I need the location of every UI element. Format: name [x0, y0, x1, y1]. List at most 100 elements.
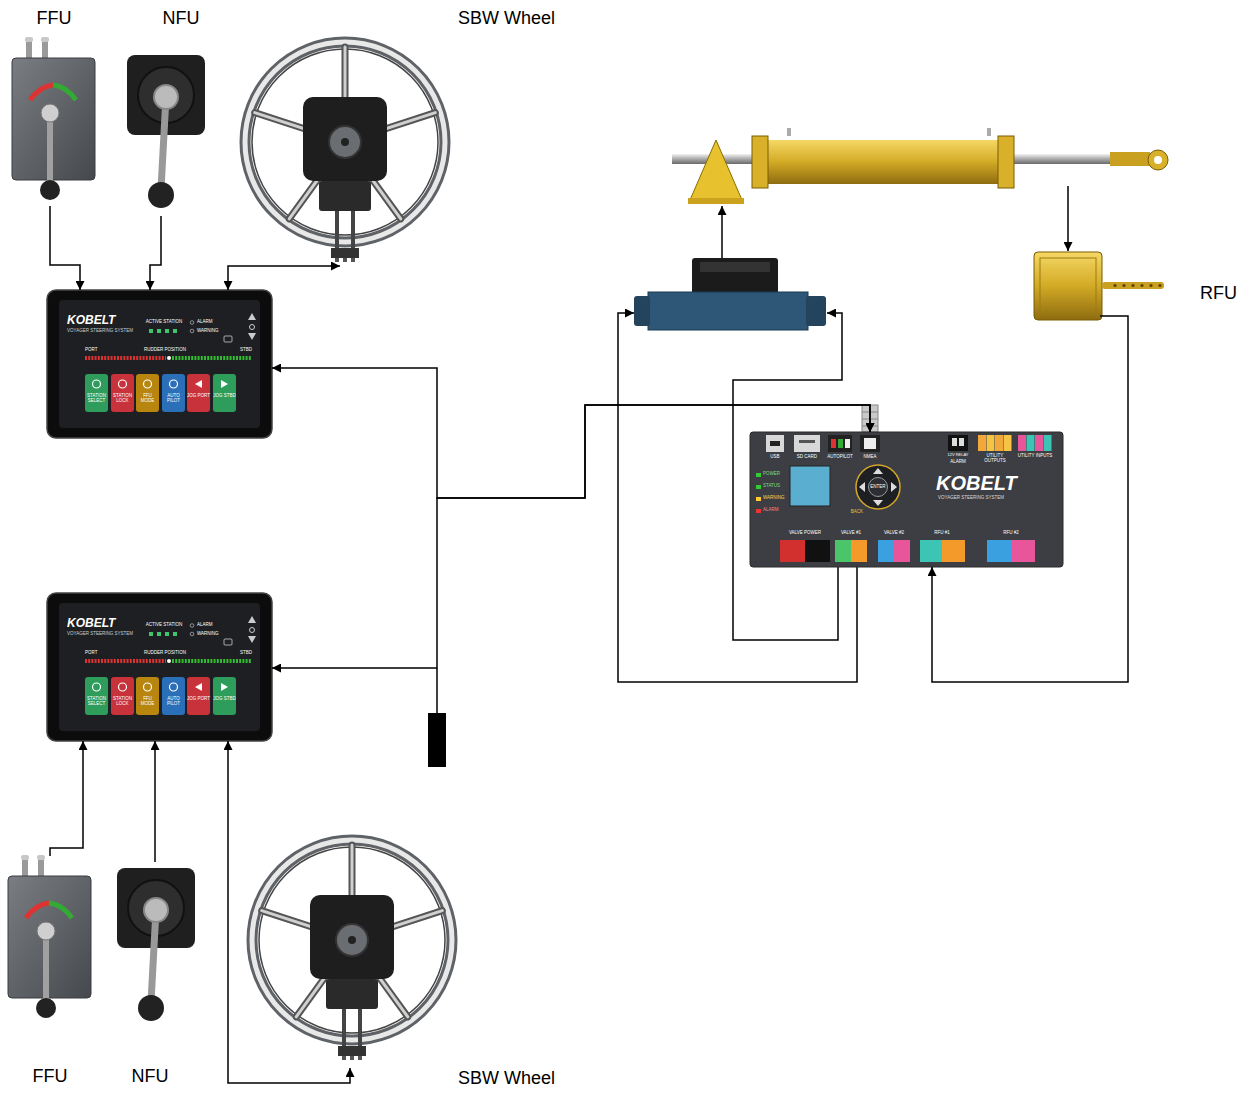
signal-connector	[272, 368, 870, 498]
button-label: STATION SELECT	[85, 394, 108, 403]
panel-text: SD CARD	[790, 455, 824, 460]
controller-art-part	[878, 540, 894, 562]
signal-connector	[932, 327, 1128, 682]
controller-art-part	[860, 435, 880, 452]
controller-art-part	[790, 466, 830, 506]
controller-art-part	[869, 478, 888, 497]
panel-text: PORT	[85, 348, 107, 353]
rudder-feedback-unit-part	[1140, 284, 1143, 287]
panel-text: WARNING	[197, 632, 225, 637]
controller-art-part	[959, 438, 964, 446]
hydraulic-cylinder-part	[1148, 150, 1168, 170]
controller-art-part	[1044, 435, 1052, 451]
rudder-feedback-unit-part	[1113, 284, 1116, 287]
controller-art-part	[756, 497, 761, 501]
rudder-feedback-unit-part	[1131, 284, 1134, 287]
controller-art-part	[873, 468, 883, 474]
panel-text: ENTER	[869, 485, 887, 490]
controller-art-part	[756, 485, 761, 489]
sbw-wheel: SBW Wheel	[245, 832, 460, 1068]
directional-valve	[634, 258, 826, 330]
panel-text: VALVE #2	[875, 531, 913, 536]
component-label: NFU	[156, 8, 206, 29]
nfu-lever-unit	[117, 868, 195, 1021]
controller-art-part	[859, 482, 865, 492]
button-label: AUTO PILOT	[162, 697, 185, 706]
station-panel: KOBELTVOYAGER STEERING SYSTEMACTIVE STAT…	[47, 593, 272, 741]
controller-art-part	[948, 435, 968, 451]
network-terminator	[428, 668, 446, 767]
network-terminator-part	[428, 713, 446, 767]
controller-art-part	[805, 540, 830, 562]
hydraulic-cylinder-part	[690, 140, 742, 200]
controller-art-part	[1027, 435, 1035, 451]
sbw-wheel: SBW Wheel	[240, 34, 455, 266]
panel-text: USB	[760, 455, 790, 460]
controller-art-part	[942, 540, 965, 562]
panel-text: AUTOPILOT	[824, 455, 856, 460]
controller-art-part	[770, 441, 780, 446]
panel-text: VALVE #1	[832, 531, 870, 536]
panel-text: UTILITY OUTPUTS	[976, 454, 1014, 464]
controller-art-part	[750, 432, 1063, 567]
controller-art-part	[756, 509, 761, 513]
controller-art-part	[780, 540, 805, 562]
signal-connector	[154, 741, 156, 862]
station-panel-art	[47, 593, 272, 741]
component-label: SBW Wheel	[458, 1068, 578, 1089]
signal-connector	[228, 266, 340, 290]
panel-text: POWER	[763, 472, 788, 477]
component-label: RFU	[1200, 283, 1245, 304]
button-label: JOG PORT	[187, 394, 210, 399]
ffu-lever-unit	[8, 855, 91, 1018]
signal-connector	[272, 405, 870, 668]
controller-art-part	[831, 439, 836, 448]
signal-connector	[150, 216, 161, 290]
directional-valve-part	[700, 262, 770, 272]
steering-wheel	[252, 840, 452, 1060]
panel-text: NMEA	[857, 455, 883, 460]
controller-art-part	[978, 435, 986, 451]
panel-text: RUDDER POSITION	[129, 651, 201, 656]
hydraulic-cylinder	[672, 128, 1168, 204]
panel-text: UTILITY INPUTS	[1016, 454, 1054, 459]
controller-art-part	[1035, 435, 1043, 451]
panel-text: ACTIVE STATION	[139, 320, 189, 325]
component-label: SBW Wheel	[458, 8, 578, 29]
panel-text: ALARM	[942, 460, 974, 465]
panel-text: ALARM	[197, 320, 225, 325]
rudder-feedback-unit-part	[1149, 284, 1152, 287]
controller-art-part	[851, 540, 867, 562]
directional-valve-part	[806, 296, 826, 326]
panel-text: WARNING	[763, 496, 788, 501]
controller-art-part	[835, 540, 851, 562]
panel-text: RFU #1	[917, 531, 967, 536]
controller-art-part	[864, 438, 876, 449]
controller-art-part	[828, 435, 852, 452]
hydraulic-cylinder-part	[1110, 152, 1150, 166]
controller-art-part	[1011, 540, 1035, 562]
brand-logo: KOBELT	[936, 472, 1046, 494]
controller-art-part	[794, 435, 820, 452]
rudder-feedback-unit-part	[1102, 282, 1164, 289]
button-label: JOG STBD	[213, 394, 236, 399]
button-label: FFU MODE	[136, 394, 159, 403]
rudder-feedback-unit-part	[1040, 258, 1096, 314]
signal-connector	[50, 741, 83, 856]
station-panel-art	[47, 290, 272, 438]
ffu-lever: FFU	[8, 6, 100, 206]
nfu-lever-unit	[127, 55, 205, 208]
panel-text: STBD	[230, 651, 252, 656]
controller-art-part	[1004, 435, 1012, 451]
button-label: AUTO PILOT	[162, 394, 185, 403]
panel-text: WARNING	[197, 329, 225, 334]
network-terminator-part	[436, 668, 438, 713]
port-label: 12V RELAY	[942, 453, 974, 457]
hydraulic-cylinder-part	[987, 128, 991, 136]
rudder-feedback-unit-part	[1122, 284, 1125, 287]
controller-art-part	[756, 473, 761, 477]
controller-art-part	[987, 540, 1011, 562]
